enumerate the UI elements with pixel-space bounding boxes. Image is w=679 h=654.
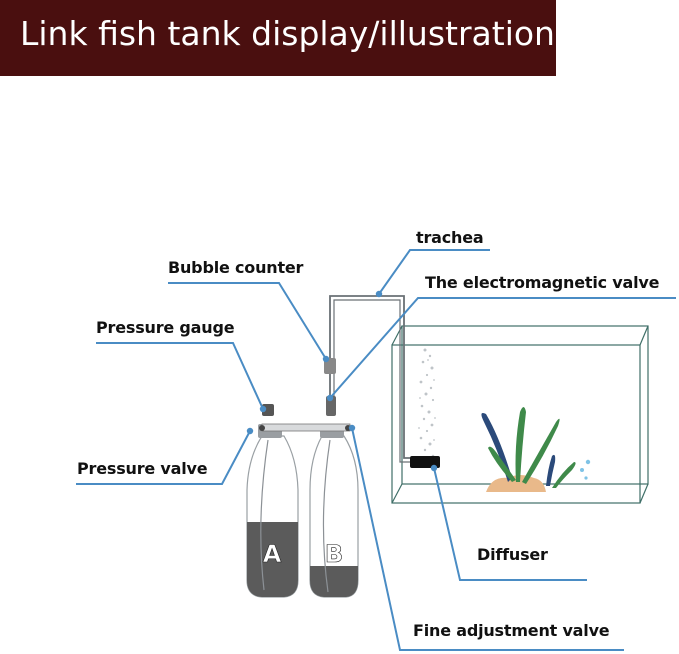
label-fine-adjustment-valve: Fine adjustment valve — [413, 621, 610, 640]
label-trachea: trachea — [416, 228, 484, 247]
bottle-b-label: B — [325, 540, 343, 568]
leader-pressure-gauge — [96, 342, 264, 410]
label-bubble-counter: Bubble counter — [168, 258, 304, 277]
banner-title: Link fish tank display/illustration — [20, 14, 555, 53]
leader-pressure-valve — [76, 430, 251, 485]
leader-trachea — [378, 249, 490, 295]
bubble-column — [418, 348, 436, 458]
leader-fine-adjustment-valve — [351, 427, 624, 651]
label-diffuser: Diffuser — [477, 545, 548, 564]
leader-lines — [76, 249, 676, 651]
leader-dots — [246, 290, 438, 472]
leader-diffuser — [433, 467, 587, 581]
regulator-assembly — [259, 358, 351, 432]
title-banner: Link fish tank display/illustration — [0, 0, 556, 76]
diffuser-device — [410, 456, 440, 468]
leader-electromagnetic-valve — [329, 297, 676, 399]
bottle-a — [246, 424, 299, 598]
aquarium-plants — [481, 407, 591, 492]
label-pressure-valve: Pressure valve — [77, 459, 208, 478]
label-electromagnetic-valve: The electromagnetic valve — [425, 273, 660, 292]
leader-bubble-counter — [168, 282, 327, 360]
label-pressure-gauge: Pressure gauge — [96, 318, 235, 337]
bottle-b — [309, 424, 359, 598]
bottle-a-label: A — [263, 540, 282, 568]
